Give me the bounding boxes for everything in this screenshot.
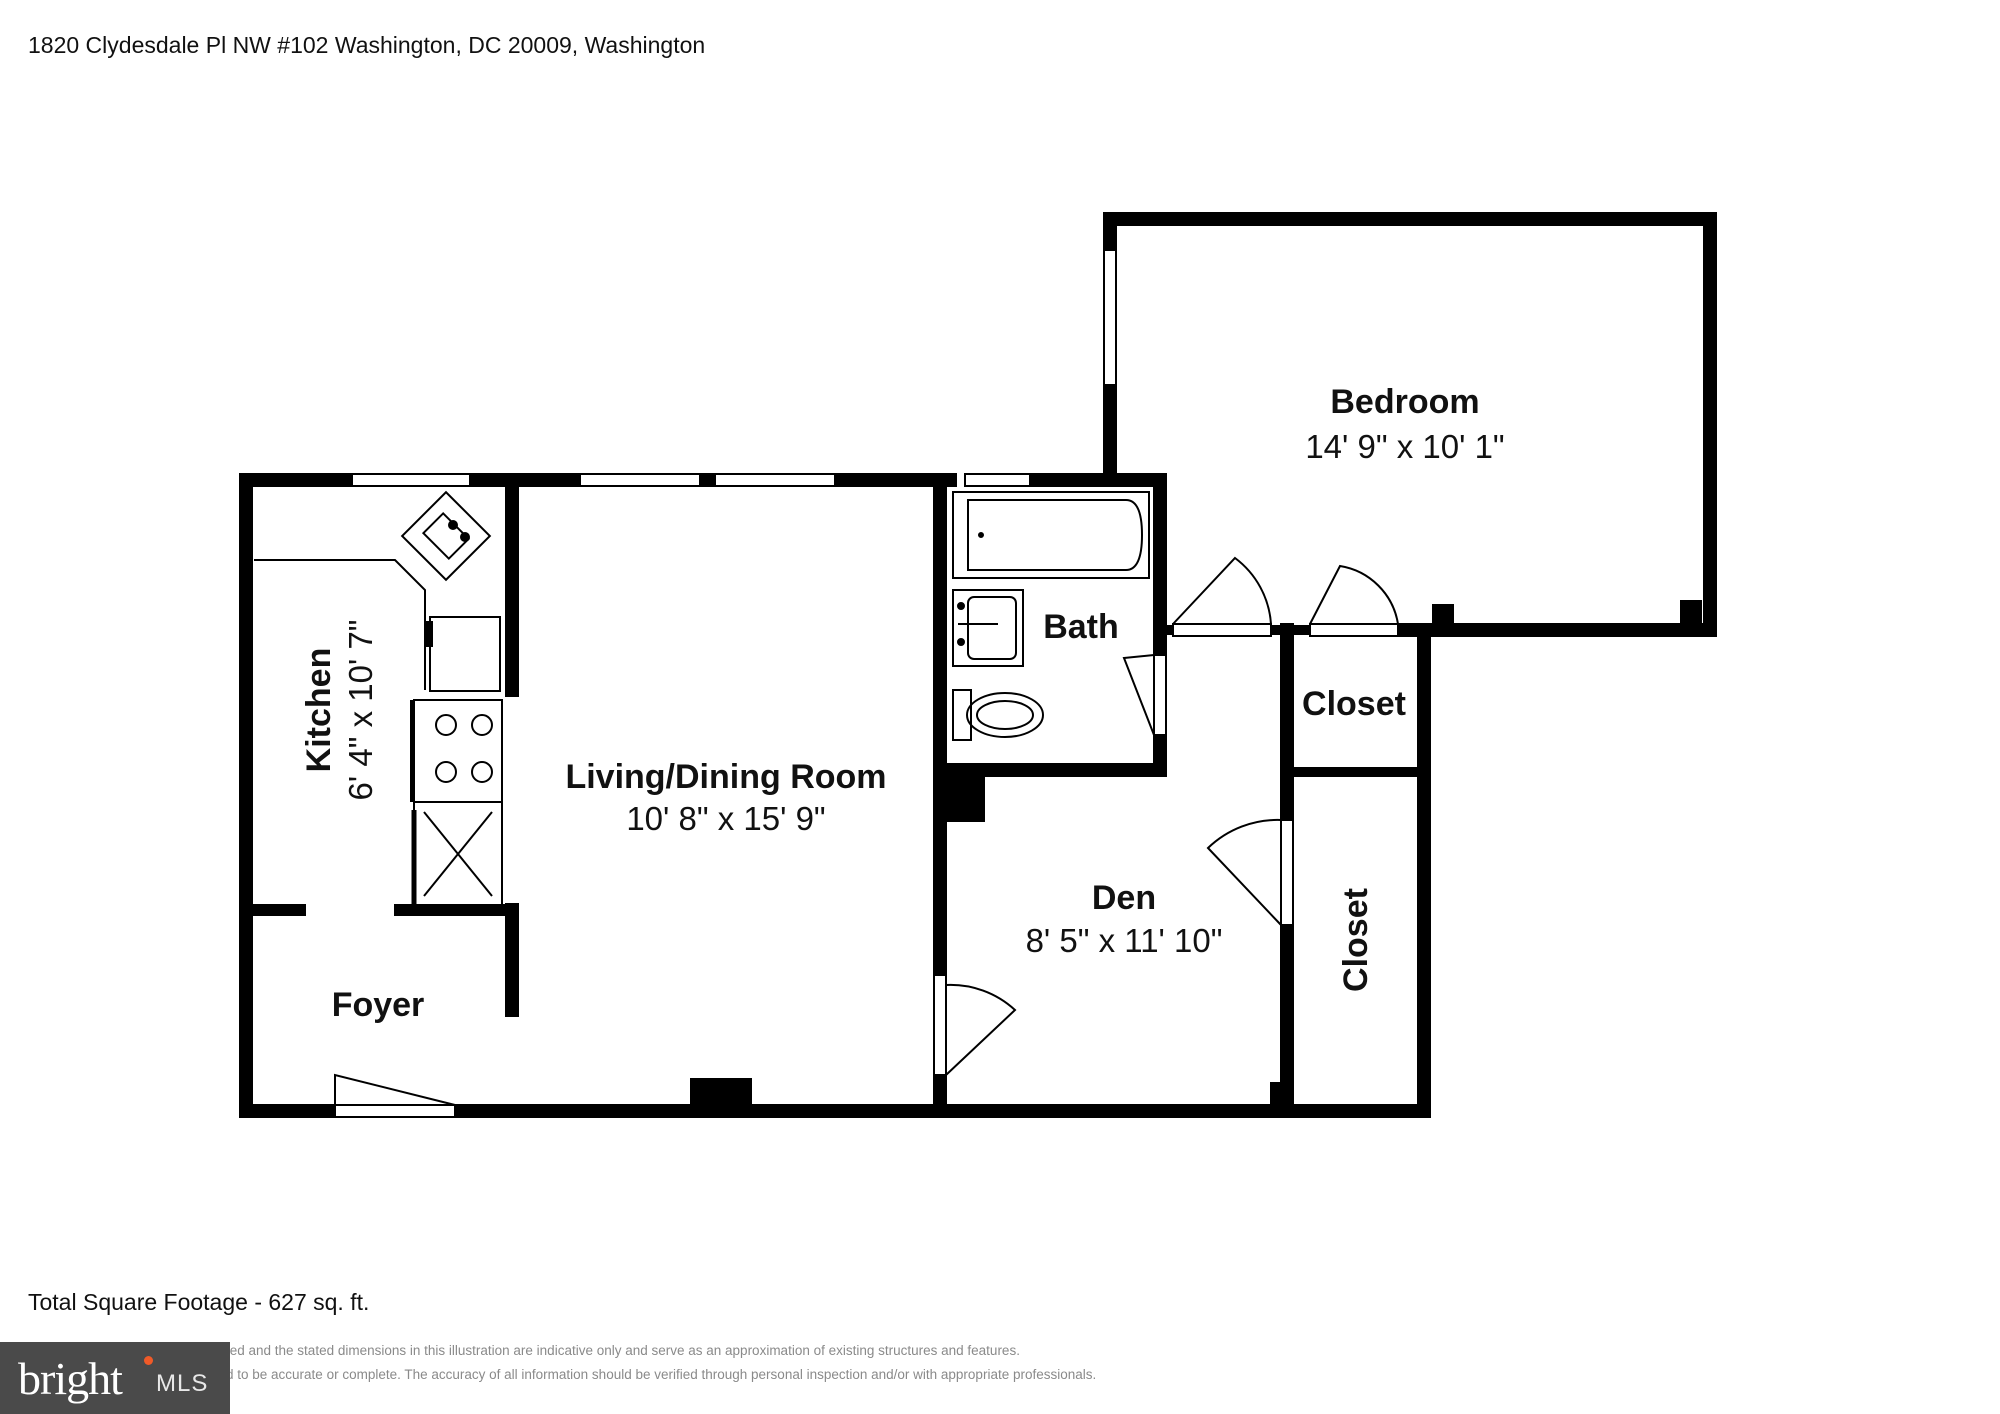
bedroom-door-gap-a — [1172, 623, 1272, 637]
brand-mls: MLS — [156, 1370, 209, 1397]
disclaimer-line-1: ted and the stated dimensions in this il… — [226, 1343, 1020, 1358]
sink-icon — [400, 490, 492, 582]
cabinet-icon — [411, 801, 503, 907]
doors — [334, 556, 1399, 1118]
den-corner-block — [933, 764, 985, 822]
wall-blocks — [690, 600, 1702, 1104]
fridge-recess — [429, 616, 501, 692]
den-label: Den — [1092, 879, 1156, 917]
bathtub-icon — [952, 491, 1150, 579]
room-labels: Bedroom 14' 9" x 10' 1" Bath Closet Clos… — [300, 383, 1505, 1024]
toilet-icon — [952, 689, 1044, 741]
bath-label: Bath — [1043, 608, 1119, 646]
living-den-door-swing — [945, 983, 1017, 1076]
den-bottom-block — [1270, 1082, 1282, 1104]
bath-door-swing — [1122, 654, 1155, 736]
bath-door-gap — [1153, 654, 1167, 736]
living-window-b — [714, 473, 836, 487]
disclaimer-line-2: d to be accurate or complete. The accura… — [226, 1367, 1097, 1382]
entry-door-swing — [334, 1073, 456, 1106]
bright-mls-logo: bright MLS — [0, 1342, 230, 1414]
bath-window — [964, 473, 1031, 487]
den-dims: 8' 5" x 11' 10" — [1026, 922, 1223, 959]
kitchen-counter — [254, 559, 430, 626]
left-top-wall — [239, 473, 357, 1118]
bedroom-corner-block-l — [1432, 604, 1454, 628]
fridge-handle — [425, 621, 433, 647]
kitchen-window — [351, 473, 471, 487]
foyer-label: Foyer — [332, 986, 425, 1024]
walls — [239, 212, 1717, 1118]
bedroom-door-gap-b — [1309, 623, 1399, 637]
living-bottom-block — [690, 1078, 752, 1104]
living-den-door-gap — [933, 974, 947, 1076]
windows — [351, 249, 1117, 487]
closet-lower-label: Closet — [1337, 888, 1375, 992]
living-label: Living/Dining Room — [565, 758, 886, 796]
bedroom-label: Bedroom — [1330, 383, 1479, 421]
kitchen-dims: 6' 4" x 10' 7" — [342, 620, 379, 801]
bath-fixtures — [952, 491, 1150, 741]
bedroom-window — [1103, 249, 1117, 386]
closet-upper-label: Closet — [1302, 685, 1406, 723]
living-window-a — [579, 473, 701, 487]
stove-icon — [410, 699, 503, 803]
kitchen-label: Kitchen — [300, 648, 338, 773]
bedroom-wall — [1103, 212, 1717, 637]
entry-door-gap — [334, 1104, 456, 1118]
total-square-footage: Total Square Footage - 627 sq. ft. — [28, 1289, 370, 1315]
bedroom-door-swing-b — [1309, 564, 1399, 625]
bedroom-door-swing-a — [1172, 556, 1272, 625]
bath-sink-icon — [952, 589, 1024, 667]
brand-dot-icon — [144, 1356, 153, 1365]
kitchen-fixtures — [254, 490, 503, 907]
den-door-gap — [1280, 819, 1294, 926]
brand-wordmark: bright — [18, 1353, 123, 1404]
living-dims: 10' 8" x 15' 9" — [626, 800, 825, 837]
bedroom-dims: 14' 9" x 10' 1" — [1305, 428, 1504, 465]
listing-address: 1820 Clydesdale Pl NW #102 Washington, D… — [28, 32, 706, 58]
den-door-swing — [1206, 818, 1282, 926]
bedroom-corner-block-r — [1680, 600, 1702, 624]
